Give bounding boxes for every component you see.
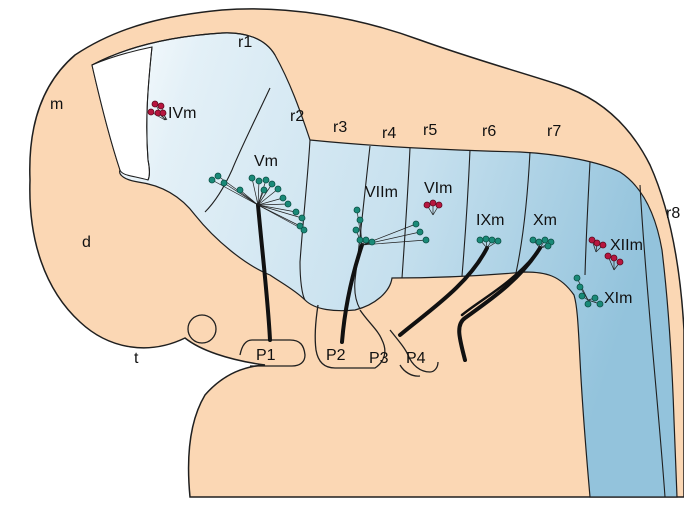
label-r2: r2 <box>290 108 304 125</box>
label-r1: r1 <box>238 34 252 51</box>
label-Xm: Xm <box>533 212 557 229</box>
label-VIIm: VIIm <box>365 184 398 201</box>
label-r4: r4 <box>382 125 396 142</box>
label-VIm: VIm <box>424 180 452 197</box>
label-r7: r7 <box>547 123 561 140</box>
label-P1: P1 <box>256 347 276 364</box>
label-XIm: XIm <box>604 290 632 307</box>
label-XIIm: XIIm <box>610 237 643 254</box>
label-r3: r3 <box>333 119 347 136</box>
label-IXm: IXm <box>476 212 504 229</box>
label-r5: r5 <box>423 122 437 139</box>
label-t: t <box>134 350 139 367</box>
label-P3: P3 <box>369 350 389 367</box>
label-IVm: IVm <box>168 105 196 122</box>
label-Vm: Vm <box>254 153 278 170</box>
label-P4: P4 <box>406 350 426 367</box>
label-r8: r8 <box>666 205 680 222</box>
label-r6: r6 <box>482 123 496 140</box>
label-d: d <box>82 234 91 251</box>
label-P2: P2 <box>326 347 346 364</box>
label-m: m <box>50 96 63 113</box>
